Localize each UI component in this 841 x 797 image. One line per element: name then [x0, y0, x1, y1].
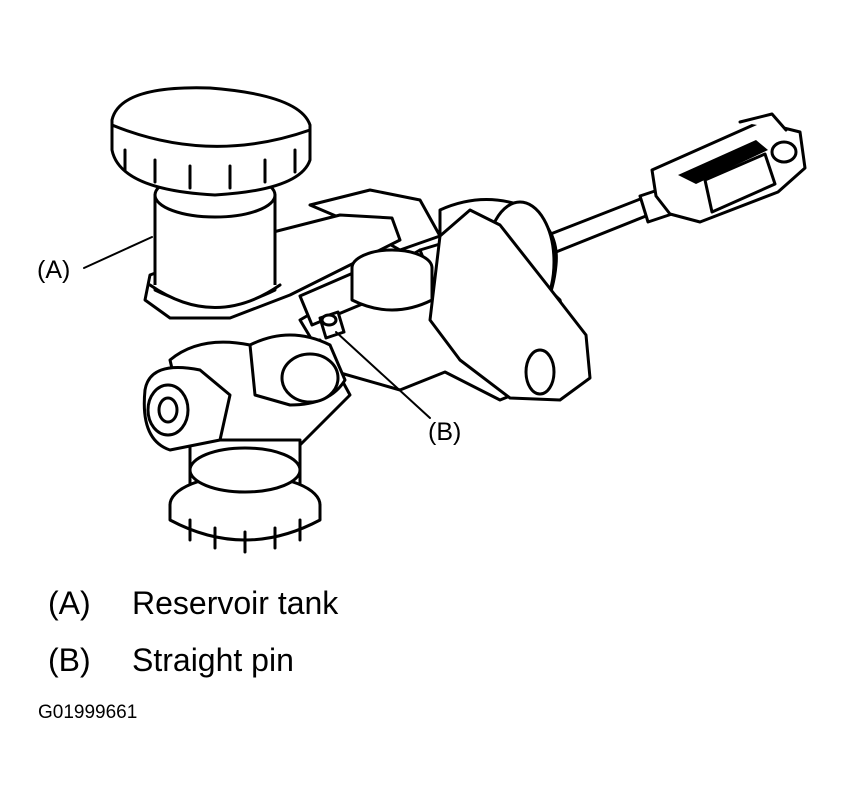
push-rod	[546, 186, 674, 254]
legend-label: Straight pin	[132, 642, 294, 678]
callout-a: (A)	[37, 256, 71, 284]
pin-boss	[350, 248, 434, 312]
bottom-nut	[168, 446, 322, 554]
figure-id: G01999661	[38, 702, 138, 723]
legend-key: (A)	[48, 585, 91, 621]
mounting-flange	[308, 188, 592, 402]
legend-item-reservoir-tank: (A) Reservoir tank	[48, 587, 338, 619]
legend-item-straight-pin: (B) Straight pin	[48, 644, 294, 676]
leader-line-a	[83, 236, 153, 269]
straight-pin	[318, 310, 346, 340]
clevis-yoke	[650, 112, 807, 224]
reservoir-cap	[110, 86, 312, 197]
legend-key: (B)	[48, 642, 91, 678]
leader-lines	[83, 236, 431, 419]
callout-b: (B)	[428, 418, 462, 446]
leader-line-b	[335, 331, 431, 419]
side-port-left	[142, 366, 232, 452]
legend-label: Reservoir tank	[132, 585, 339, 621]
side-port-right	[248, 333, 347, 407]
